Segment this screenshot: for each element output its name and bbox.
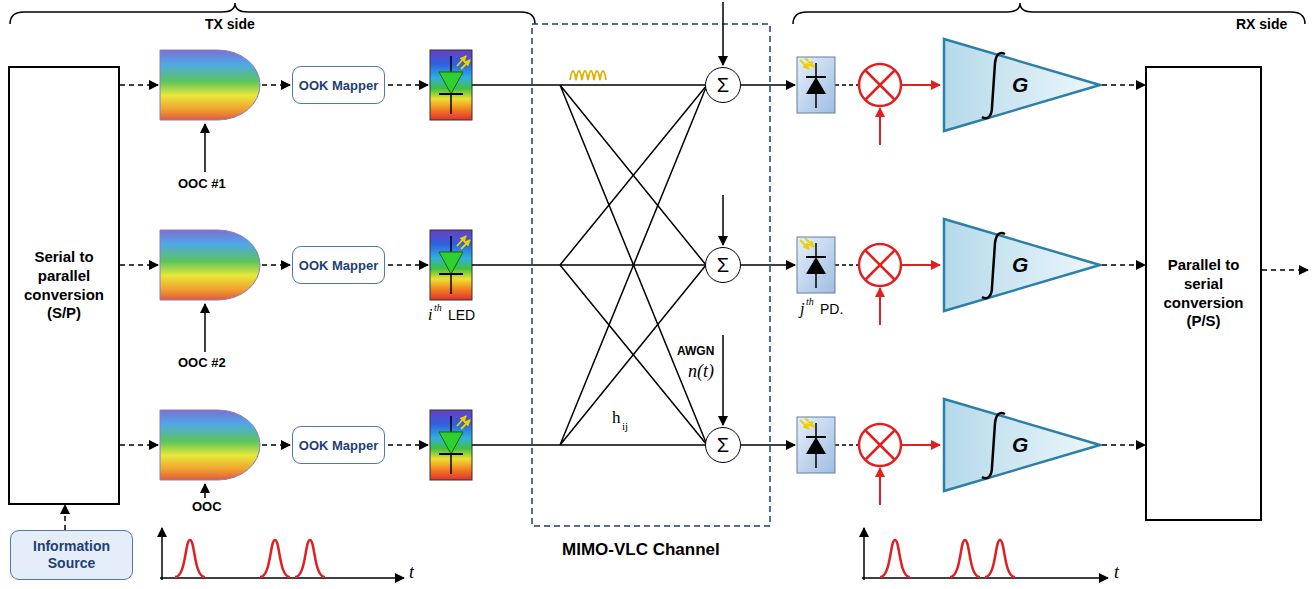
subscript: ij	[622, 420, 628, 432]
triangle-outline	[944, 39, 1100, 131]
source-box: Information Source	[10, 530, 133, 580]
mimo-links	[472, 85, 707, 445]
rx-links	[741, 85, 859, 445]
output-arrow	[1262, 269, 1308, 271]
code-label: OOC #1	[178, 176, 226, 191]
code-label: OOC	[192, 499, 222, 514]
converter-box: Serial to parallel conversion (S/P)	[8, 66, 120, 505]
summer-circle: Σ	[705, 247, 741, 283]
connector	[1102, 84, 1145, 86]
channel-gain: h	[612, 408, 621, 428]
light-wave	[570, 71, 606, 80]
triangle-outline	[944, 219, 1100, 311]
noise-symbol: n(t)	[688, 361, 714, 382]
axis-label: t	[409, 562, 414, 583]
integrator-amplifier: G	[942, 217, 1102, 313]
converter-box: Parallel to serial conversion (P/S)	[1145, 66, 1262, 521]
integral-sign	[982, 53, 1005, 118]
node-text: Information Source	[15, 538, 128, 572]
integrator-amplifier: G	[942, 37, 1102, 133]
channel-title: MIMO-VLC Channel	[562, 540, 720, 560]
node-text: OOK Mapper	[299, 258, 378, 273]
rx-bracket	[793, 3, 1305, 24]
node-text: Parallel to serial conversion (P/S)	[1151, 256, 1256, 331]
superscript: th	[434, 302, 442, 313]
summer-circle: Σ	[705, 427, 741, 463]
node-text: G	[1012, 73, 1028, 97]
side-title: TX side	[205, 16, 255, 32]
triangle-outline	[944, 399, 1100, 491]
side-title: RX side	[1236, 16, 1287, 32]
node-text: OOK Mapper	[299, 78, 378, 93]
node-text: G	[1012, 433, 1028, 457]
node-text: Serial to parallel conversion (S/P)	[14, 248, 114, 323]
pulse-plot-tx	[160, 528, 404, 580]
code-label: OOC #2	[178, 355, 226, 370]
axis-label: t	[1114, 562, 1119, 583]
connector	[1102, 444, 1145, 446]
node-text: OOK Mapper	[299, 438, 378, 453]
integrator-amplifier: G	[942, 397, 1102, 493]
mapper-box: OOK Mapper	[292, 66, 385, 104]
node-text: Σ	[717, 254, 729, 277]
connector	[1102, 264, 1145, 266]
summer-circle: Σ	[705, 67, 741, 103]
node-text: Σ	[717, 434, 729, 457]
device-label: LED	[448, 307, 475, 323]
node-text: G	[1012, 253, 1028, 277]
tx-chain	[120, 85, 428, 445]
integral-sign	[982, 233, 1005, 298]
noise-arrows	[722, 2, 724, 425]
pulse-plot-rx	[862, 528, 1108, 580]
node-text: Σ	[717, 74, 729, 97]
mapper-box: OOK Mapper	[292, 426, 385, 464]
mapper-box: OOK Mapper	[292, 246, 385, 284]
noise-label: AWGN	[677, 344, 714, 358]
connector	[64, 505, 66, 530]
device-label: PD.	[820, 301, 843, 317]
index-letter: j	[800, 300, 804, 318]
tx-bracket	[10, 3, 535, 24]
integral-sign	[982, 413, 1005, 478]
superscript: th	[806, 296, 814, 307]
index-letter: i	[428, 306, 432, 324]
